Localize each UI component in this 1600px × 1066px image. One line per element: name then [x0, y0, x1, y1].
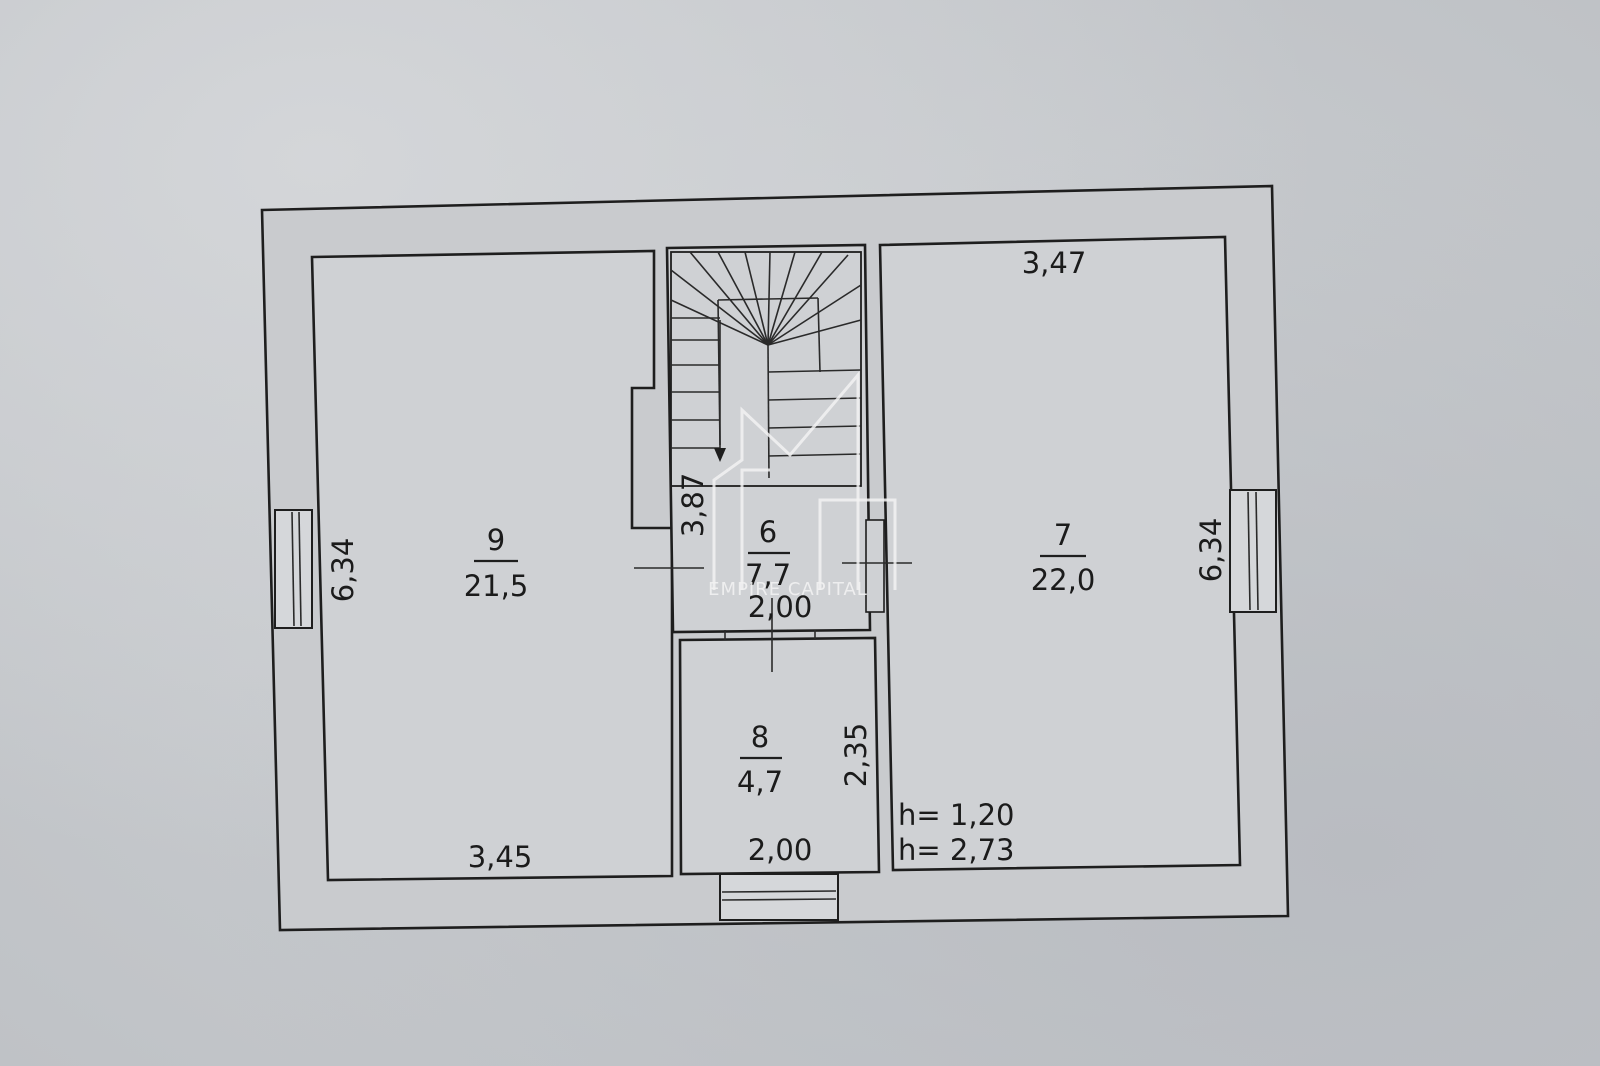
window-left	[274, 509, 313, 629]
dim-stair-height: 3,87	[676, 473, 710, 538]
dim-room8-width: 2,00	[748, 833, 813, 867]
room-8-area: 4,7	[737, 765, 783, 799]
door-opening	[865, 519, 885, 613]
window-bottom	[719, 873, 839, 921]
stair-arrow-icon	[714, 448, 726, 462]
staircase	[670, 251, 862, 487]
dim-room9-width: 3,45	[468, 840, 533, 874]
room-9-number: 9	[487, 523, 505, 557]
room-7-number: 7	[1054, 518, 1072, 552]
dim-room9-height: 6,34	[326, 538, 360, 603]
ceiling-height-1: h= 1,20	[898, 798, 1014, 832]
ceiling-height-2: h= 2,73	[898, 833, 1014, 867]
room-7-label: 7 22,0	[1031, 518, 1096, 597]
room-9-label: 9 21,5	[464, 523, 529, 603]
dim-room7-height: 6,34	[1194, 518, 1228, 583]
window-right	[1229, 489, 1277, 613]
door-ticks	[634, 562, 912, 672]
room-9	[310, 249, 674, 882]
dim-room6-width: 2,00	[748, 590, 813, 624]
watermark-text: EMPIRE CAPITAL	[708, 579, 868, 600]
room-8	[678, 636, 881, 876]
room-6-area: 7,7	[745, 558, 791, 592]
watermark-logo	[712, 370, 860, 590]
room-6-label: 6 7,7	[745, 515, 791, 592]
room-8-label: 8 4,7	[737, 720, 783, 799]
room-6-number: 6	[759, 515, 777, 549]
room-8-number: 8	[751, 720, 769, 754]
room-7	[878, 235, 1242, 872]
dim-room8-height: 2,35	[839, 723, 873, 788]
room-9-area: 21,5	[464, 569, 529, 603]
watermark: EMPIRE CAPITAL	[708, 370, 897, 600]
room-7-area: 22,0	[1031, 563, 1096, 597]
dim-room7-width: 3,47	[1022, 246, 1087, 280]
